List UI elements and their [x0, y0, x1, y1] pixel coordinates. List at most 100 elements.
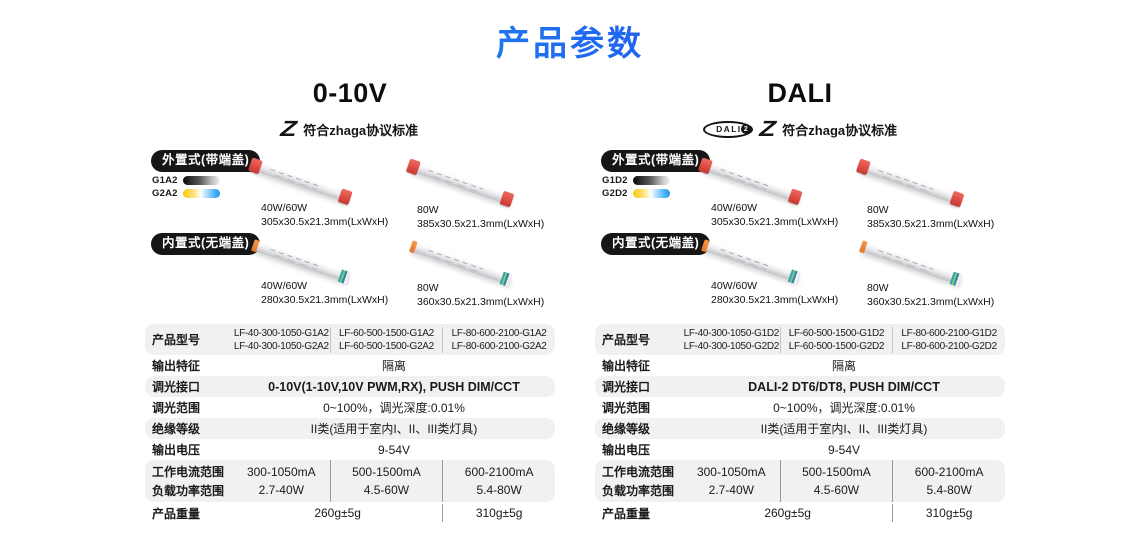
row-value: 0~100%，调光深度:0.01%	[323, 401, 465, 415]
product-power: 40W/60W	[711, 280, 758, 292]
row-label: 产品型号	[602, 333, 651, 347]
row-value: 9-54V	[827, 442, 861, 457]
variant-row: G2A2	[152, 188, 220, 199]
internal-type-badge: 内置式(无端盖)	[601, 233, 711, 255]
product-caption: 40W/60W 305x30.5x21.3mm(LxWxH)	[261, 201, 388, 229]
current-value: 300-1050mA	[246, 464, 316, 479]
table-row-weight: 产品重量 260g±5g 310g±5g	[145, 502, 555, 524]
model-cells: LF-40-300-1050-G1A2 LF-40-300-1050-G2A2 …	[233, 324, 555, 355]
product-size: 280x30.5x21.3mm(LxWxH)	[261, 294, 389, 307]
product-caption: 40W/60W 280x30.5x21.3mm(LxWxH)	[261, 279, 388, 307]
table-row-output-feature: 输出特征 隔离	[595, 355, 1005, 376]
model-number: LF-60-500-1500-G2A2	[338, 340, 434, 352]
table-rows-current-power: 工作电流范围 负载功率范围 300-1050mA 2.7-40W 500-150…	[145, 460, 555, 502]
table-row-insulation: 绝缘等级 II类(适用于室内I、II、III类灯具)	[145, 418, 555, 439]
spec-table: 产品型号 LF-40-300-1050-G1D2 LF-40-300-1050-…	[595, 324, 1005, 524]
product-size: 385x30.5x21.3mm(LxWxH)	[417, 218, 545, 231]
current-power-values: 300-1050mA 2.7-40W 500-1500mA 4.5-60W 60…	[233, 460, 555, 502]
row-value: DALI-2 DT6/DT8, PUSH DIM/CCT	[748, 379, 940, 394]
row-value: II类(适用于室内I、II、III类灯具)	[760, 422, 928, 436]
product-power: 40W/60W	[261, 202, 308, 214]
zhaga-icon: Z	[758, 116, 777, 142]
table-rows-current-power: 工作电流范围 负载功率范围 300-1050mA 2.7-40W 500-150…	[595, 460, 1005, 502]
model-number: LF-60-500-1500-G1A2	[338, 327, 434, 339]
value-column: 500-1500mA 4.5-60W	[329, 460, 443, 502]
current-value: 600-2100mA	[464, 464, 534, 479]
certification-row: DALI 2 Z 符合zhaga协议标准	[595, 116, 1005, 142]
external-type-badge: 外置式(带端盖)	[601, 150, 711, 172]
table-row-insulation: 绝缘等级 II类(适用于室内I、II、III类灯具)	[595, 418, 1005, 439]
cct-gradient-bar	[182, 188, 220, 198]
table-row-output-voltage: 输出电压 9-54V	[595, 439, 1005, 460]
product-caption: 80W 360x30.5x21.3mm(LxWxH)	[417, 281, 544, 309]
variant-code: G1D2	[602, 174, 628, 186]
model-number: LF-40-300-1050-G1A2	[233, 327, 329, 339]
value-column: 600-2100mA 5.4-80W	[892, 460, 1005, 502]
product-power: 80W	[417, 204, 439, 216]
value-column: 600-2100mA 5.4-80W	[442, 460, 555, 502]
dali-logo-suffix: 2	[740, 124, 751, 134]
power-value: 4.5-60W	[363, 483, 410, 498]
table-row-weight: 产品重量 260g±5g 310g±5g	[595, 502, 1005, 524]
row-label: 产品重量	[602, 506, 651, 521]
value-column: 500-1500mA 4.5-60W	[779, 460, 893, 502]
row-value: 隔离	[831, 359, 856, 373]
product-power: 80W	[867, 204, 889, 216]
current-value: 500-1500mA	[802, 464, 871, 479]
driver-image-internal-80w	[409, 241, 511, 285]
product-caption: 80W 385x30.5x21.3mm(LxWxH)	[867, 203, 994, 231]
product-power: 80W	[417, 282, 439, 294]
zhaga-compliance-text: 符合zhaga协议标准	[782, 122, 898, 138]
driver-image-external-40w	[701, 160, 800, 203]
product-size: 360x30.5x21.3mm(LxWxH)	[867, 296, 995, 309]
spec-table: 产品型号 LF-40-300-1050-G1A2 LF-40-300-1050-…	[145, 324, 555, 524]
model-cells: LF-40-300-1050-G1D2 LF-40-300-1050-G2D2 …	[683, 324, 1005, 355]
current-power-values: 300-1050mA 2.7-40W 500-1500mA 4.5-60W 60…	[683, 460, 1005, 502]
model-number: LF-60-500-1500-G1D2	[788, 327, 885, 339]
model-number: LF-80-600-2100-G2A2	[451, 340, 547, 352]
table-row-dim-range: 调光范围 0~100%，调光深度:0.01%	[595, 397, 1005, 418]
column-heading: DALI	[767, 78, 833, 108]
product-caption: 40W/60W 305x30.5x21.3mm(LxWxH)	[711, 201, 838, 229]
row-label: 工作电流范围	[152, 464, 225, 479]
model-number: LF-80-600-2100-G1A2	[451, 327, 547, 339]
mono-gradient-bar	[632, 175, 670, 185]
variant-code: G1A2	[152, 174, 178, 186]
variant-row: G2D2	[602, 187, 670, 199]
table-row-dim-interface: 调光接口 DALI-2 DT6/DT8, PUSH DIM/CCT	[595, 376, 1005, 397]
dali-2-logo-icon: DALI 2	[702, 120, 753, 138]
driver-image-external-40w	[251, 160, 350, 203]
product-size: 385x30.5x21.3mm(LxWxH)	[867, 218, 995, 231]
row-label: 负载功率范围	[602, 484, 675, 499]
weight-values: 260g±5g 310g±5g	[683, 502, 1005, 524]
driver-image-external-80w	[409, 161, 511, 205]
driver-image-internal-80w	[859, 241, 961, 285]
row-value: 隔离	[381, 359, 406, 373]
dali-logo-word: DALI	[716, 123, 742, 134]
model-cell: LF-60-500-1500-G1A2 LF-60-500-1500-G2A2	[329, 326, 443, 353]
power-value: 4.5-60W	[813, 483, 860, 498]
product-caption: 80W 385x30.5x21.3mm(LxWxH)	[417, 203, 544, 231]
driver-image-internal-40w	[701, 240, 800, 283]
value-column: 300-1050mA 2.7-40W	[683, 460, 780, 502]
weight-values: 260g±5g 310g±5g	[233, 502, 555, 524]
certification-row: Z 符合zhaga协议标准	[145, 116, 555, 141]
power-value: 5.4-80W	[926, 483, 972, 498]
row-label: 调光范围	[602, 401, 651, 415]
row-label: 输出特征	[602, 359, 651, 373]
model-cell: LF-60-500-1500-G1D2 LF-60-500-1500-G2D2	[779, 326, 893, 353]
model-number: LF-40-300-1050-G2A2	[233, 340, 329, 352]
product-size: 305x30.5x21.3mm(LxWxH)	[261, 216, 389, 229]
table-row-dim-range: 调光范围 0~100%，调光深度:0.01%	[145, 397, 555, 418]
model-number: LF-40-300-1050-G2D2	[683, 340, 780, 352]
row-value: 0~100%，调光深度:0.01%	[773, 401, 915, 415]
power-value: 5.4-80W	[476, 483, 522, 498]
zhaga-compliance-text: 符合zhaga协议标准	[303, 122, 419, 138]
cct-gradient-bar	[632, 188, 670, 198]
product-size: 280x30.5x21.3mm(LxWxH)	[711, 294, 839, 307]
model-number: LF-80-600-2100-G2D2	[901, 340, 997, 352]
row-label: 输出电压	[602, 443, 651, 457]
row-label: 工作电流范围	[602, 464, 675, 479]
row-label: 产品型号	[152, 333, 201, 347]
variant-code: G2D2	[602, 187, 628, 199]
